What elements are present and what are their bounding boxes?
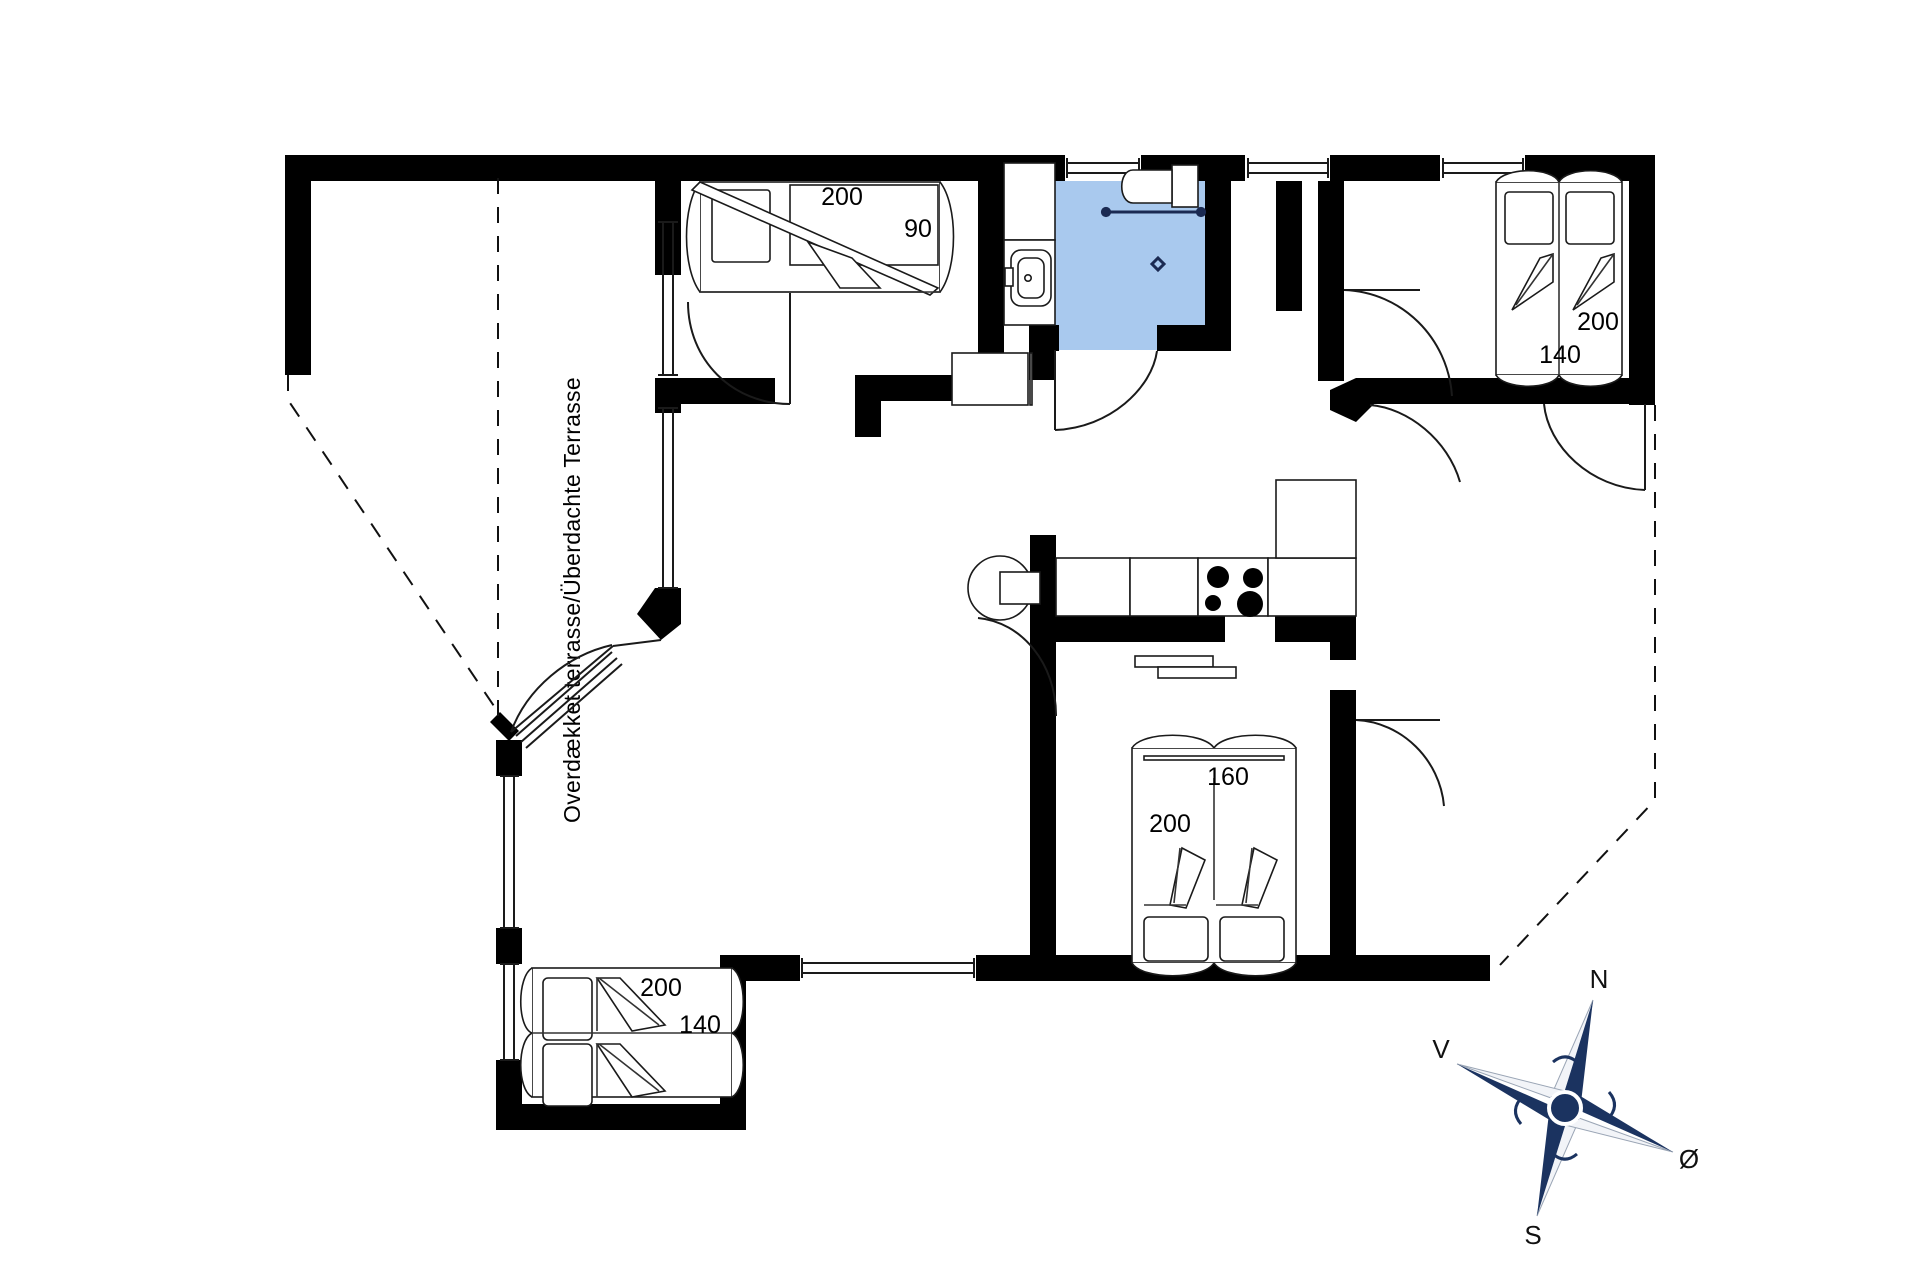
door-bedroom-top-left <box>687 293 791 405</box>
compass-west-label: V <box>1432 1034 1450 1064</box>
bed-bottom-left: 200 140 <box>519 967 745 1107</box>
door-bedroom-top-right <box>1343 289 1461 483</box>
window-top-1 <box>1065 155 1141 181</box>
kitchen <box>967 479 1357 621</box>
window-top-2 <box>1246 155 1330 181</box>
bed-bottom-left-width-label: 140 <box>679 1011 721 1039</box>
door-bathroom <box>1054 350 1158 431</box>
bed-top-right: 200 140 <box>1495 169 1623 388</box>
shower-rail-icon <box>1100 206 1207 218</box>
compass-north-label: N <box>1590 964 1609 994</box>
floor-drain-icon <box>1149 255 1167 273</box>
compass-rose: N Ø S V <box>1432 964 1699 1250</box>
door-hallway-right <box>1355 719 1445 807</box>
window-terrace-lower <box>658 407 678 589</box>
bed-center-width-label: 160 <box>1207 763 1249 791</box>
window-bottom-living <box>800 955 976 981</box>
compass-east-label: Ø <box>1679 1144 1699 1174</box>
bed-top-left-width-label: 90 <box>904 215 932 243</box>
bed-top-right-length-label: 200 <box>1577 308 1619 336</box>
bed-top-left: 200 90 <box>685 181 955 296</box>
window-left-lower <box>500 775 519 929</box>
walls <box>285 155 1655 1130</box>
terrace-label-text: Overdækket terrasse/Überdachte Terrasse <box>559 377 585 823</box>
toilet-cistern-icon <box>1171 164 1199 208</box>
window-left-bedroom <box>500 963 519 1061</box>
bathroom-fixtures <box>1003 162 1207 326</box>
bed-center: 160 200 <box>1131 734 1297 977</box>
bed-top-left-length-label: 200 <box>821 183 863 211</box>
compass-south-label: S <box>1524 1220 1541 1250</box>
window-terrace-upper <box>658 221 678 376</box>
doors <box>510 289 1646 807</box>
door-right-exterior <box>1543 403 1646 491</box>
bed-center-length-label: 200 <box>1149 810 1191 838</box>
shelf-center <box>1134 655 1237 679</box>
bed-bottom-left-length-label: 200 <box>640 974 682 1002</box>
terrace-outline <box>287 178 1656 966</box>
bed-top-right-width-label: 140 <box>1539 341 1581 369</box>
door-terrace-angled <box>510 639 662 749</box>
terrace-label: Overdækket terrasse/Überdachte Terrasse <box>559 377 585 823</box>
dining-table-icon <box>967 555 1041 621</box>
door-bedroom-center <box>977 617 1057 716</box>
bathroom-highlight-fill <box>1055 163 1205 350</box>
entry-storage <box>951 352 1033 406</box>
toilet-bowl-icon <box>1120 169 1173 204</box>
